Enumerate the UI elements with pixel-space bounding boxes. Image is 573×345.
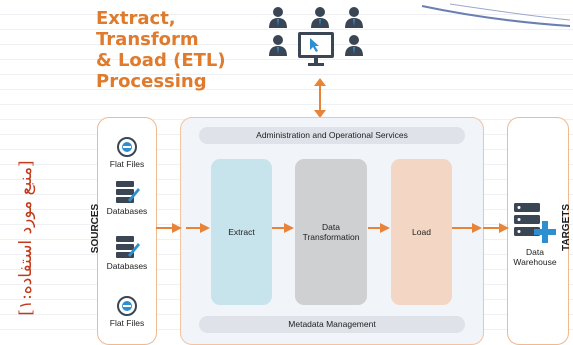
stage-label: Load [412, 227, 431, 237]
source-label: Flat Files [109, 159, 145, 169]
operators-icon-group [269, 7, 363, 66]
title-line-4: Processing [96, 71, 207, 92]
targets-label: TARGETS [561, 203, 573, 252]
flow-arrow-load-out [452, 223, 482, 233]
user-icon [269, 35, 287, 56]
diagram-title: Extract, Transform & Load (ETL) Processi… [96, 8, 266, 92]
source-databases-2: Databases [100, 235, 154, 271]
admin-services-bar: Administration and Operational Services [199, 127, 465, 144]
source-flat-files-2: Flat Files [100, 296, 154, 328]
title-line-2: Transform [96, 29, 199, 50]
user-icon [269, 7, 287, 28]
flat-file-icon [117, 296, 137, 316]
source-databases-1: Databases [100, 180, 154, 216]
monitor-icon [298, 32, 334, 66]
flow-arrow-sources [156, 223, 182, 233]
title-line-3: & Load (ETL) [96, 50, 226, 71]
flat-file-icon [117, 137, 137, 157]
scribble-decoration [421, 3, 571, 27]
flow-arrow-extract [186, 223, 210, 233]
flow-arrow-transform [272, 223, 294, 233]
user-icon [345, 35, 363, 56]
stage-extract: Extract [211, 159, 272, 305]
source-label: Databases [106, 261, 148, 271]
stage-label: Extract [228, 227, 255, 237]
metadata-management-bar: Metadata Management [199, 316, 465, 333]
title-line-1: Extract, [96, 8, 176, 29]
source-label: Databases [106, 206, 148, 216]
stage-label: Data Transformation [302, 222, 360, 242]
stage-load: Load [391, 159, 452, 305]
data-warehouse-icon [514, 203, 556, 243]
source-flat-files-1: Flat Files [100, 137, 154, 169]
citation-note: [منبع مورد استفاده:۱] [16, 160, 36, 316]
database-icon [116, 181, 140, 203]
flow-arrow-targets [483, 223, 509, 233]
data-warehouse-label: Data Warehouse [513, 247, 557, 267]
flow-arrow-load [368, 223, 390, 233]
database-icon [116, 236, 140, 258]
stage-transformation: Data Transformation [295, 159, 367, 305]
source-label: Flat Files [109, 318, 145, 328]
user-icon [311, 7, 329, 28]
user-icon [345, 7, 363, 28]
operators-connector-arrow [314, 78, 326, 118]
